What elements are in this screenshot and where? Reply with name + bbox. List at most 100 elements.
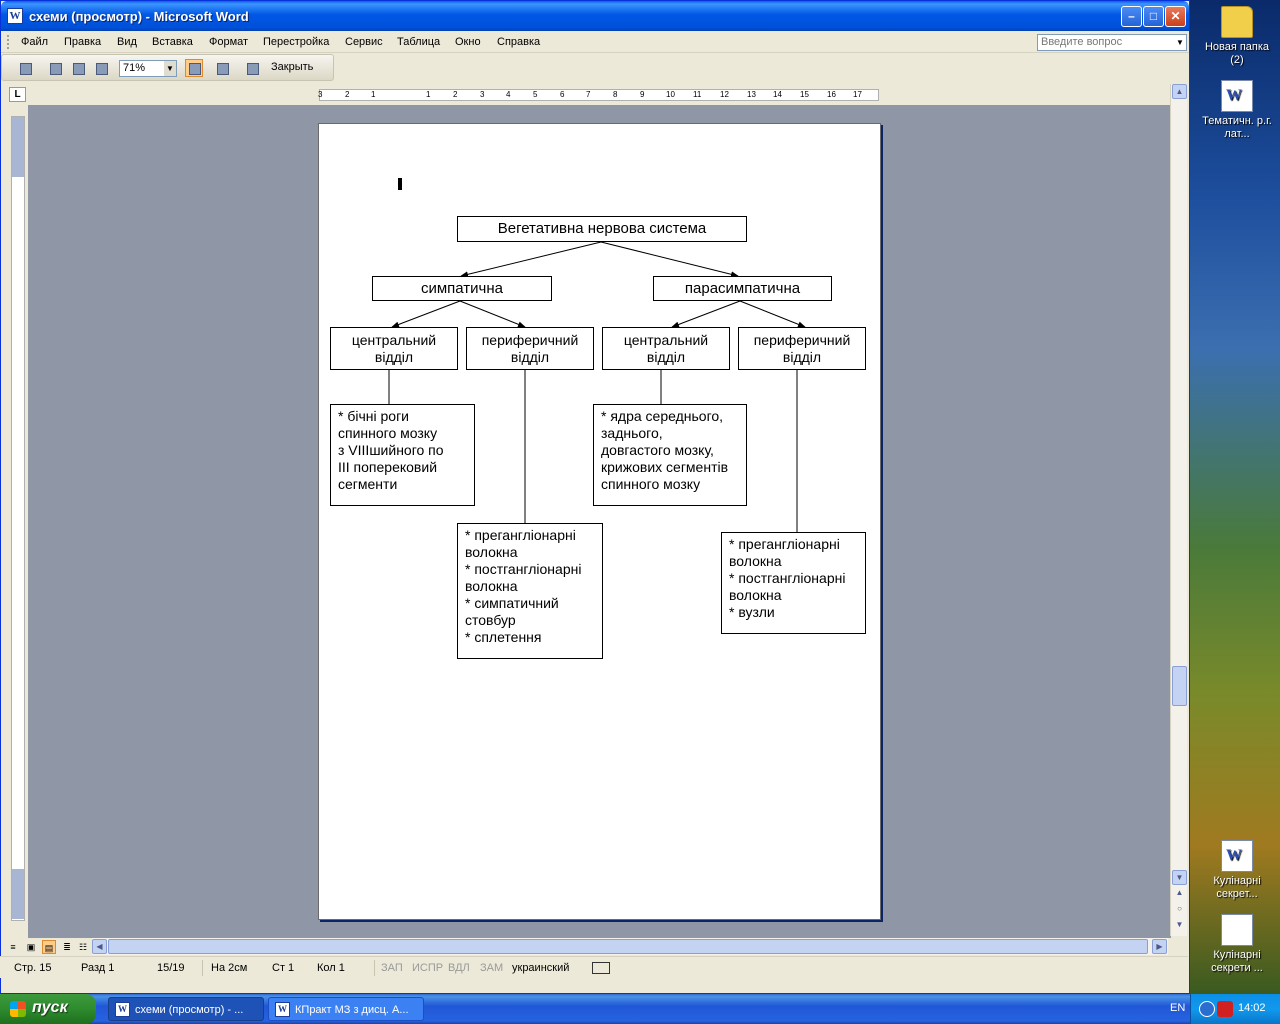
vertical-ruler[interactable] bbox=[11, 116, 25, 921]
detail-line: * прегангліонарні bbox=[465, 527, 576, 543]
close-preview-button[interactable]: Закрыть bbox=[271, 61, 314, 73]
view-ruler-button[interactable] bbox=[185, 59, 203, 77]
horizontal-scroll-thumb[interactable] bbox=[108, 939, 1148, 954]
status-language[interactable]: украинский bbox=[512, 962, 570, 974]
task-word-preview[interactable]: W схеми (просмотр) - ... bbox=[108, 997, 264, 1021]
next-page-icon[interactable]: ▼ bbox=[1175, 920, 1184, 929]
menu-format[interactable]: Формат bbox=[209, 36, 249, 48]
maximize-button[interactable]: □ bbox=[1143, 6, 1164, 27]
zoom-select[interactable]: 71% ▼ bbox=[119, 60, 177, 77]
status-extend[interactable]: ВДЛ bbox=[448, 962, 470, 974]
node-s-peripheral-detail: * прегангліонарні волокна * постгангліон… bbox=[457, 523, 603, 659]
chevron-down-icon[interactable]: ▼ bbox=[1176, 38, 1184, 47]
detail-line: волокна bbox=[729, 587, 782, 603]
scroll-left-button[interactable]: ◀ bbox=[92, 939, 107, 954]
node-root: Вегетативна нервова система bbox=[457, 216, 747, 242]
close-button[interactable]: ✕ bbox=[1165, 6, 1186, 27]
browse-object-icon[interactable]: ○ bbox=[1177, 904, 1182, 913]
status-rec[interactable]: ЗАП bbox=[381, 962, 403, 974]
menu-help[interactable]: Справка bbox=[497, 36, 541, 48]
menu-rearrange[interactable]: Перестройка bbox=[263, 36, 330, 48]
ruler-number: 17 bbox=[853, 90, 862, 99]
ruler-number: 15 bbox=[800, 90, 809, 99]
ruler-number: 12 bbox=[720, 90, 729, 99]
view-buttons: ≡ ▣ ▤ ≣ ☷ bbox=[6, 939, 92, 955]
ask-question-input[interactable]: Введите вопрос ▼ bbox=[1037, 34, 1187, 51]
menu-table[interactable]: Таблица bbox=[397, 36, 441, 48]
reading-view-icon[interactable]: ☷ bbox=[78, 942, 88, 952]
magnifier-button[interactable] bbox=[46, 59, 64, 77]
magnifier-icon bbox=[50, 63, 62, 75]
outline-view-icon[interactable]: ≣ bbox=[63, 942, 71, 952]
menu-insert[interactable]: Вставка bbox=[152, 36, 193, 48]
status-bar: Стр. 15 Разд 1 15/19 На 2см Ст 1 Кол 1 З… bbox=[0, 956, 1188, 978]
prev-page-icon[interactable]: ▲ bbox=[1175, 888, 1184, 897]
shrink-icon bbox=[217, 63, 229, 75]
one-page-button[interactable] bbox=[69, 59, 87, 77]
detail-line: III поперековий bbox=[338, 459, 438, 475]
tab-selector[interactable]: L bbox=[9, 87, 26, 102]
node-line: відділ bbox=[646, 349, 686, 365]
menu-window[interactable]: Окно bbox=[455, 36, 481, 48]
detail-line: * бічні роги bbox=[338, 408, 409, 424]
spelling-book-icon[interactable] bbox=[592, 962, 610, 974]
desktop-icon-culinary-2[interactable]: Кулінарні секрети ... bbox=[1200, 914, 1274, 975]
minimize-button[interactable]: – bbox=[1121, 6, 1142, 27]
menu-tools[interactable]: Сервис bbox=[345, 36, 383, 48]
node-line: центральний bbox=[623, 332, 709, 348]
word-app-icon[interactable]: W bbox=[7, 8, 23, 24]
shrink-to-fit-button[interactable] bbox=[213, 59, 231, 77]
horizontal-scrollbar[interactable]: ◀ ▶ bbox=[92, 938, 1168, 955]
text-cursor bbox=[398, 178, 402, 190]
node-s-central: центральний відділ bbox=[330, 327, 458, 370]
node-line: відділ bbox=[374, 349, 414, 365]
desktop-icon-tematychn[interactable]: Тематичн. р.г. лат... bbox=[1200, 80, 1274, 141]
word-app-icon: W bbox=[275, 1002, 290, 1017]
menu-view[interactable]: Вид bbox=[117, 36, 137, 48]
chevron-down-icon[interactable]: ▼ bbox=[164, 61, 176, 76]
document-icon bbox=[1221, 914, 1253, 946]
menu-edit[interactable]: Правка bbox=[64, 36, 102, 48]
language-indicator[interactable]: EN bbox=[1170, 1002, 1186, 1014]
desktop-icon-new-folder[interactable]: Новая папка (2) bbox=[1200, 6, 1274, 67]
web-view-icon[interactable]: ▣ bbox=[26, 942, 36, 952]
scroll-down-button[interactable]: ▼ bbox=[1172, 870, 1187, 885]
document-page[interactable] bbox=[318, 123, 881, 920]
detail-line: * сплетення bbox=[465, 629, 542, 645]
scroll-right-button[interactable]: ▶ bbox=[1152, 939, 1167, 954]
status-overtype[interactable]: ЗАМ bbox=[480, 962, 504, 974]
vertical-scroll-thumb[interactable] bbox=[1172, 666, 1187, 706]
node-line: периферичний bbox=[753, 332, 851, 348]
desktop-icon-label: Кулінарні секрет... bbox=[1213, 875, 1261, 900]
detail-line: * вузли bbox=[729, 604, 775, 620]
full-screen-button[interactable] bbox=[243, 59, 261, 77]
detail-line: заднього, bbox=[601, 425, 663, 441]
windows-flag-icon bbox=[10, 1001, 26, 1017]
tray-arrow-icon[interactable] bbox=[1199, 1001, 1215, 1017]
menu-file[interactable]: Файл bbox=[21, 36, 49, 48]
title-bar[interactable]: W схеми (просмотр) - Microsoft Word – □ … bbox=[1, 1, 1189, 31]
ruler-icon bbox=[189, 63, 201, 75]
normal-view-icon[interactable]: ≡ bbox=[10, 942, 16, 952]
print-button[interactable] bbox=[16, 59, 34, 77]
desktop-icon-culinary-1[interactable]: Кулінарні секрет... bbox=[1200, 840, 1274, 901]
ruler-number: 14 bbox=[773, 90, 782, 99]
task-word-kpract[interactable]: W КПракт МЗ з дисц. А... bbox=[268, 997, 424, 1021]
node-root-label: Вегетативна нервова система bbox=[497, 220, 707, 237]
one-page-icon bbox=[73, 63, 85, 75]
detail-line: волокна bbox=[465, 544, 518, 560]
status-section: Разд 1 bbox=[81, 962, 115, 974]
detail-line: довгастого мозку, bbox=[601, 442, 714, 458]
multiple-pages-button[interactable] bbox=[92, 59, 110, 77]
menu-bar: Файл Правка Вид Вставка Формат Перестрой… bbox=[1, 31, 1189, 53]
security-shield-icon[interactable] bbox=[1217, 1001, 1233, 1017]
detail-line: * постгангліонарні bbox=[729, 570, 846, 586]
scroll-up-button[interactable]: ▲ bbox=[1172, 84, 1187, 99]
print-view-icon[interactable]: ▤ bbox=[42, 940, 56, 954]
vertical-scrollbar[interactable]: ▲ ▼ ▲ ○ ▼ bbox=[1170, 84, 1187, 936]
word-doc-icon bbox=[1221, 840, 1253, 872]
start-button[interactable]: пуск bbox=[0, 994, 96, 1024]
status-track[interactable]: ИСПР bbox=[412, 962, 444, 974]
detail-line: * ядра середнього, bbox=[601, 408, 724, 424]
